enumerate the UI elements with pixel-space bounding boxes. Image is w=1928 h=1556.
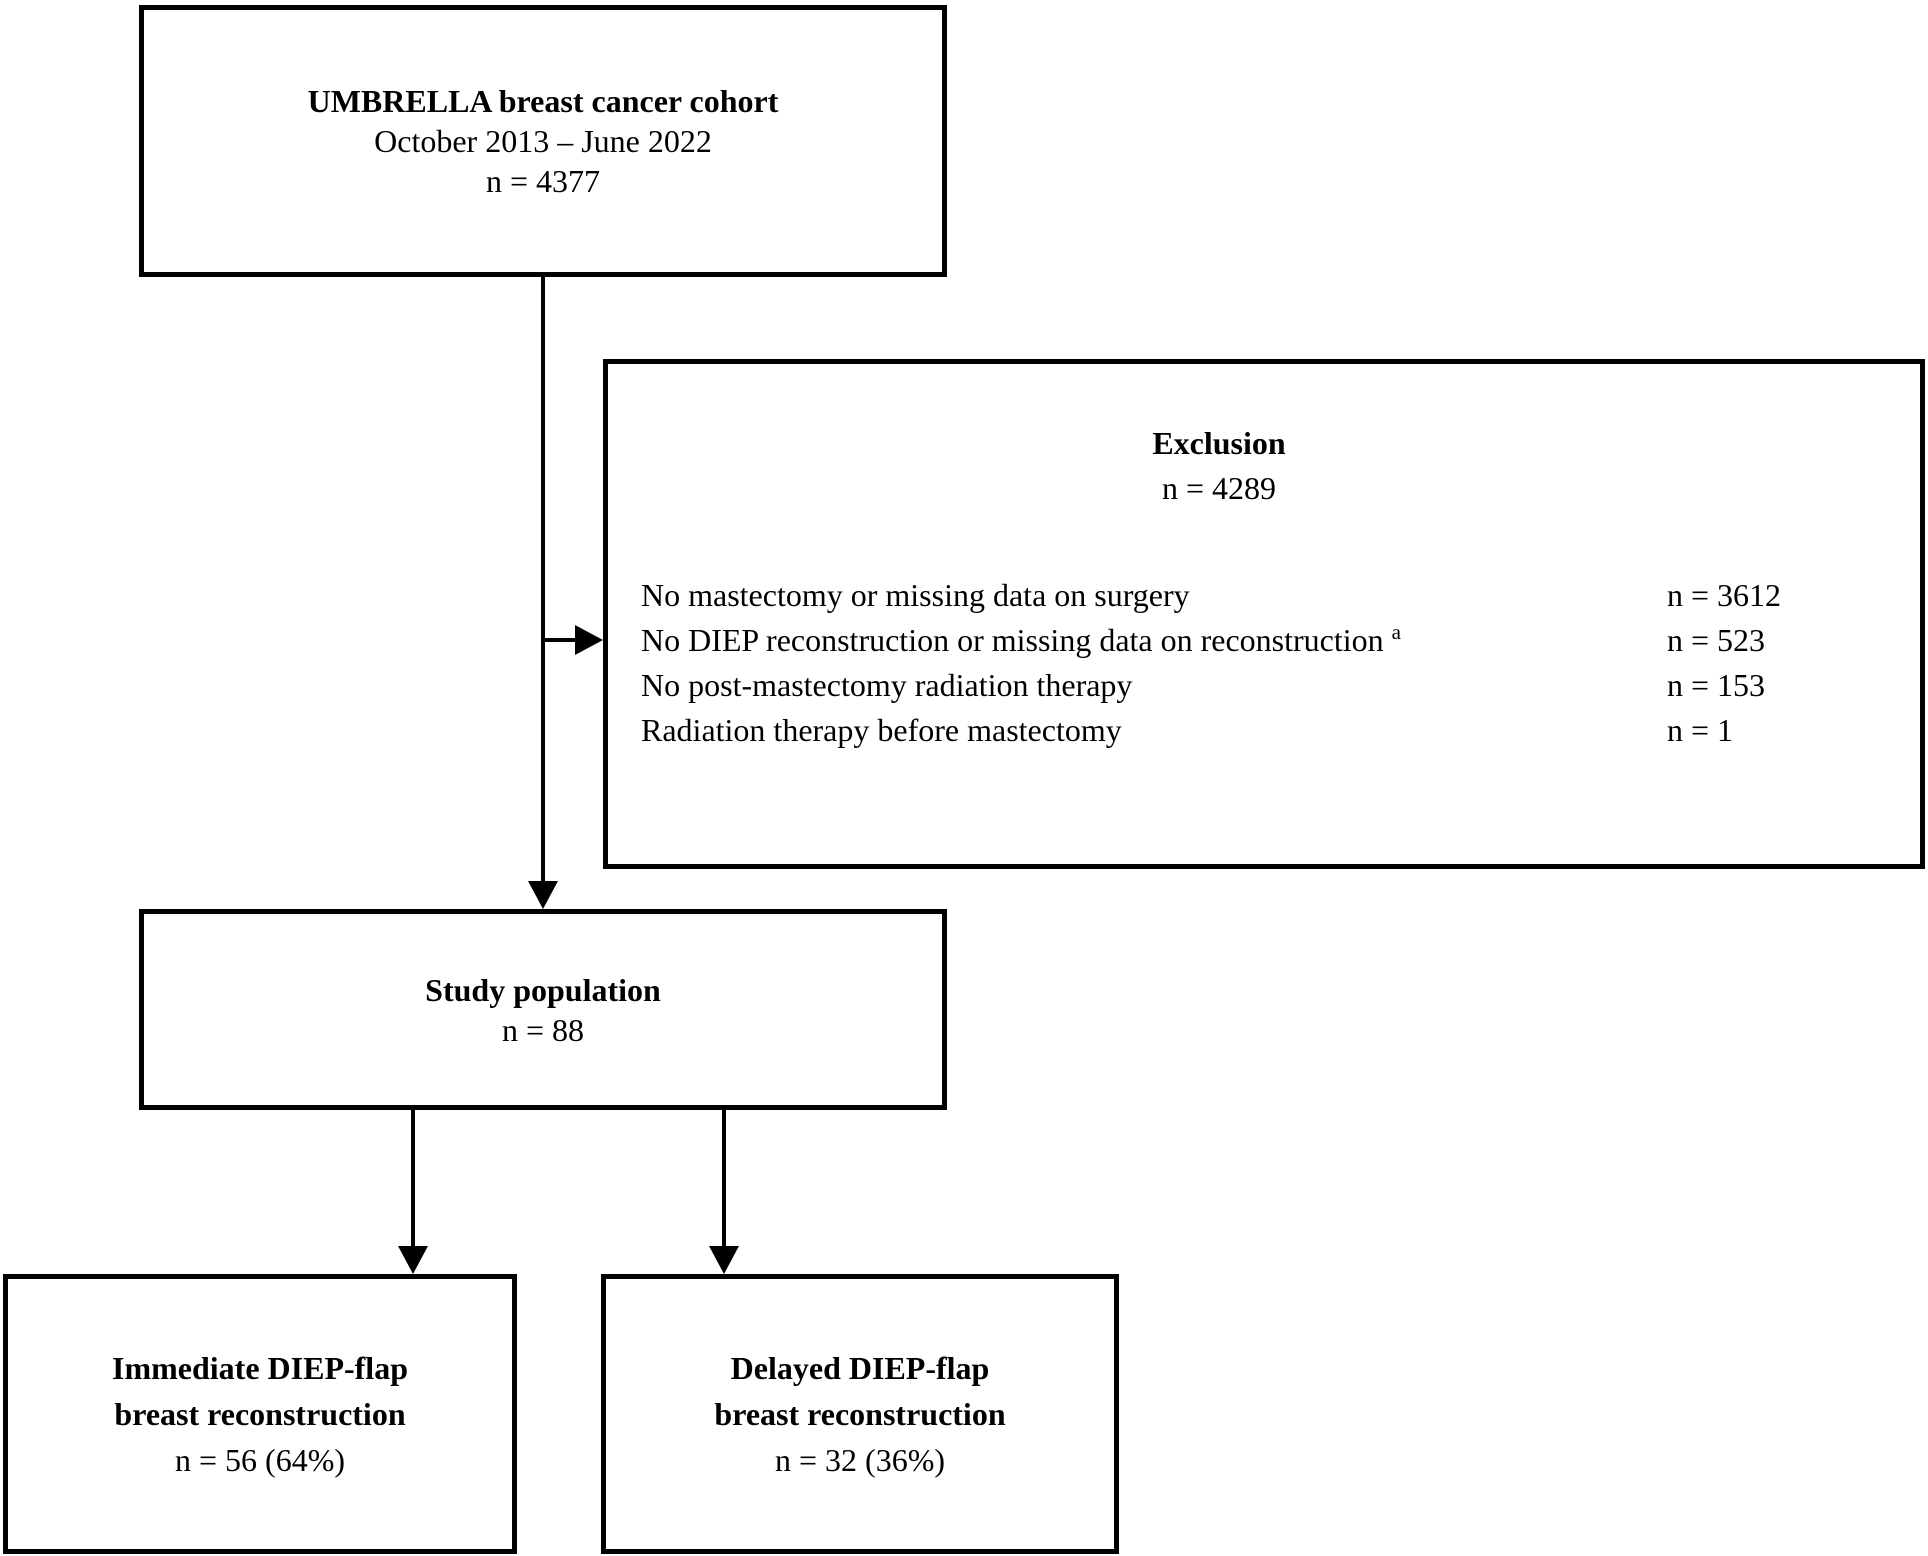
exclusion-item-count: n = 153 [1667, 667, 1766, 703]
arrowhead-down-delayed-icon [709, 1246, 739, 1274]
immediate-reconstruction-box: Immediate DIEP-flap breast reconstructio… [3, 1274, 517, 1554]
arrowhead-right-exclusion-icon [575, 625, 603, 655]
arrowhead-down-immediate-icon [398, 1246, 428, 1274]
exclusion-item: No DIEP reconstruction or missing data o… [641, 618, 1900, 663]
study-population-title: Study population [425, 971, 661, 1008]
exclusion-item-label: No post-mastectomy radiation therapy [641, 667, 1133, 703]
exclusion-item: No post-mastectomy radiation therapy n =… [641, 663, 1900, 708]
exclusion-item-count: n = 523 [1667, 622, 1766, 658]
cohort-period: October 2013 – June 2022 [374, 123, 712, 159]
cohort-title: UMBRELLA breast cancer cohort [307, 83, 779, 119]
cohort-count: n = 4377 [485, 163, 601, 199]
exclusion-item-count: n = 1 [1667, 712, 1734, 748]
exclusion-item-label: No mastectomy or missing data on surgery [641, 577, 1190, 613]
cohort-box: UMBRELLA breast cancer cohort October 20… [139, 5, 947, 277]
exclusion-count: n = 4289 [1161, 470, 1277, 506]
exclusion-item-count: n = 3612 [1667, 577, 1782, 613]
exclusion-header: Exclusion n = 4289 [608, 421, 1920, 511]
connector-study-to-delayed [722, 1110, 726, 1246]
exclusion-item-label: Radiation therapy before mastectomy [641, 712, 1122, 748]
exclusion-item: No mastectomy or missing data on surgery… [641, 573, 1900, 618]
delayed-title-line2: breast reconstruction [714, 1396, 1006, 1432]
exclusion-item-label: No DIEP reconstruction or missing data o… [641, 622, 1384, 658]
connector-cohort-to-study [541, 277, 545, 883]
study-population-box: Study population n = 88 [139, 909, 947, 1110]
exclusion-item-footnote-marker: a [1391, 620, 1401, 645]
arrowhead-down-study-icon [528, 881, 558, 909]
immediate-count: n = 56 (64%) [174, 1442, 345, 1478]
delayed-reconstruction-box: Delayed DIEP-flap breast reconstruction … [601, 1274, 1119, 1554]
exclusion-item: Radiation therapy before mastectomy n = … [641, 708, 1900, 753]
exclusion-box: Exclusion n = 4289 No mastectomy or miss… [603, 359, 1925, 869]
exclusion-title: Exclusion [1152, 425, 1286, 461]
delayed-title-line1: Delayed DIEP-flap [730, 1350, 990, 1386]
immediate-title-line1: Immediate DIEP-flap [112, 1350, 408, 1386]
connector-study-to-immediate [411, 1110, 415, 1246]
exclusion-list: No mastectomy or missing data on surgery… [608, 573, 1920, 753]
immediate-title-line2: breast reconstruction [114, 1396, 406, 1432]
connector-to-exclusion [543, 638, 577, 642]
study-population-count: n = 88 [501, 1011, 585, 1048]
delayed-count: n = 32 (36%) [774, 1442, 945, 1478]
